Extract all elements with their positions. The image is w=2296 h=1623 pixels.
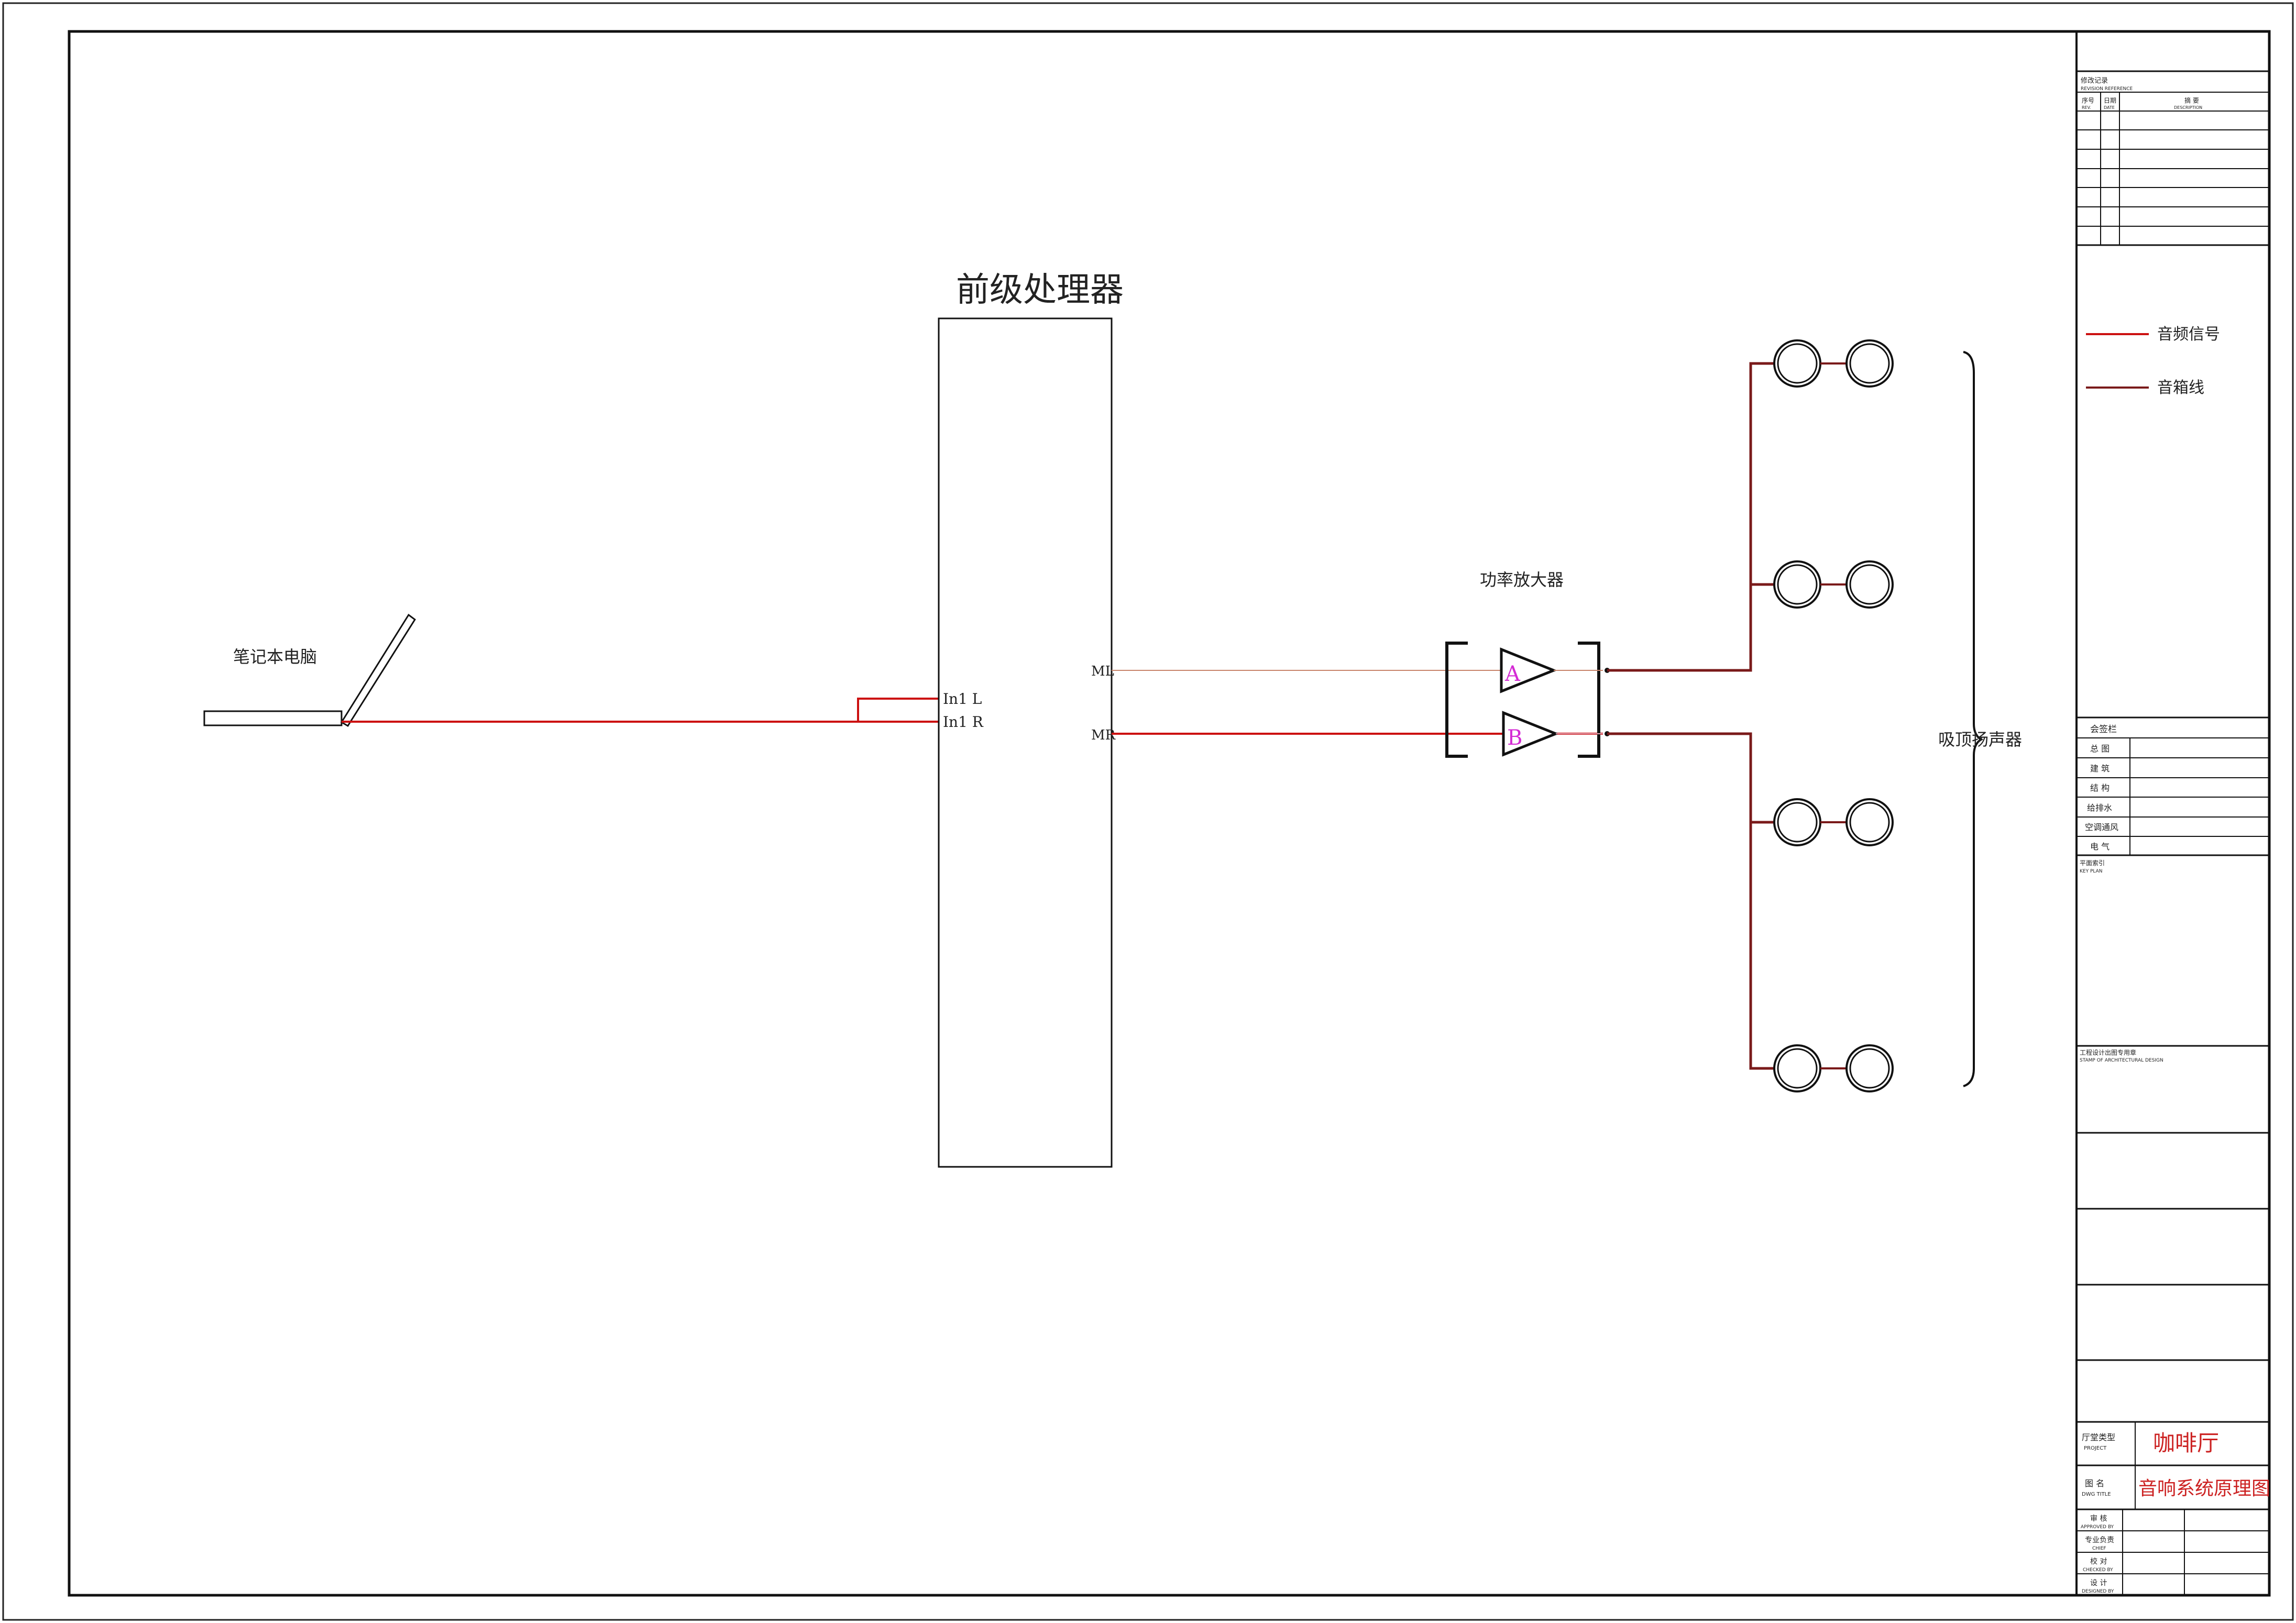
ceiling-speaker-icon [1845,339,1894,388]
amplifier-channel-a-triangle [1500,647,1557,693]
signoff-row: 建 筑 [2090,764,2110,774]
drawing-title-value: 音响系统原理图 [2138,1478,2270,1499]
ceiling-speaker-icon [1845,798,1894,846]
amplifier-channel-b-label: B [1507,726,1522,750]
title-block [2075,31,2269,1595]
date-header-en: DATE [2104,105,2115,110]
speaker-group-3 [1773,798,1894,846]
preamp-input-right-label: In1 R [943,713,984,731]
stamp-label-en: STAMP OF ARCHITECTURAL DESIGN [2080,1058,2163,1063]
checked-label-en: CHECKED BY [2083,1567,2113,1573]
signoff-title: 会签栏 [2090,724,2117,735]
description-header: 摘 要 [2184,96,2199,104]
amplifier-bracket-left [1445,642,1468,758]
revision-title: 修改记录 [2081,77,2108,85]
preamp-input-left-label: In1 L [943,690,982,708]
ceiling-speaker-ring [1777,802,1818,843]
rev-no-header-en: REV. [2082,105,2091,110]
inner-frame [68,30,2271,1597]
ceiling-speakers-label: 吸顶扬声器 [1938,730,2022,749]
ceiling-speaker-ring [1777,564,1818,605]
ceiling-speaker-icon [1845,1044,1894,1092]
ceiling-speaker-icon [1773,560,1821,609]
drawing-title-label: 图 名 [2085,1478,2104,1488]
chief-label-en: CHIEF [2092,1546,2106,1551]
amplifier-bracket-right [1578,642,1600,758]
ceiling-speaker-icon [1845,560,1894,609]
amplifier-channel-a-label: A [1504,662,1521,686]
description-header-en: DESCRIPTION [2174,105,2202,110]
key-plan-label-en: KEY PLAN [2080,869,2102,874]
chief-label: 专业负责 [2085,1536,2114,1544]
project-label-en: PROJECT [2084,1445,2107,1451]
preamp-output-mr-label: MR [1091,727,1116,743]
speaker-wiring [1607,362,1775,1070]
amplifier-channel-b-triangle [1502,711,1559,757]
signoff-row: 电 气 [2090,842,2110,852]
speaker-group-brace [1963,351,1984,1087]
legend-speaker-wire-label: 音箱线 [2157,379,2204,397]
ceiling-speaker-icon [1773,339,1821,388]
approved-label-en: APPROVED BY [2081,1525,2114,1530]
designed-label-en: DESIGNED BY [2082,1589,2114,1594]
preamp-title: 前级处理器 [956,271,1124,310]
ceiling-speaker-ring [1777,1048,1818,1089]
amplifier-label: 功率放大器 [1480,570,1564,590]
signoff-row: 结 构 [2090,783,2110,793]
approved-label: 审 核 [2090,1515,2107,1523]
signoff-row: 空调通风 [2085,822,2118,832]
designed-label: 设 计 [2090,1579,2107,1587]
ceiling-speaker-ring [1849,564,1890,605]
ceiling-speaker-ring [1849,343,1890,384]
ceiling-speaker-ring [1849,802,1890,843]
rev-no-header: 序号 [2082,96,2094,104]
signoff-row: 给排水 [2087,803,2112,813]
ceiling-speaker-icon [1773,1044,1821,1092]
project-value: 咖啡厅 [2153,1430,2219,1456]
date-header: 日期 [2104,97,2116,104]
stamp-label: 工程设计出图专用章 [2080,1048,2136,1056]
checked-label: 校 对 [2090,1557,2107,1566]
speaker-group-4 [1773,1044,1894,1092]
key-plan-label: 平面索引 [2080,859,2105,867]
legend-audio-signal-label: 音频信号 [2157,325,2220,344]
laptop-label: 笔记本电脑 [233,647,317,667]
speaker-group-1 [1773,339,1894,388]
revision-title-en: REVISION REFERENCE [2081,86,2133,92]
ceiling-speaker-ring [1777,343,1818,384]
drawing-title-label-en: DWG TITLE [2082,1492,2111,1497]
preamp-output-ml-label: ML [1091,664,1114,679]
preamp-box [938,317,1113,1168]
speaker-group-2 [1773,560,1894,609]
signoff-row: 总 图 [2090,744,2110,754]
ceiling-speaker-ring [1849,1048,1890,1089]
ceiling-speaker-icon [1773,798,1821,846]
project-label: 厅堂类型 [2082,1432,2115,1442]
laptop-icon [203,613,416,727]
laptop-signal-line-left [857,698,939,722]
